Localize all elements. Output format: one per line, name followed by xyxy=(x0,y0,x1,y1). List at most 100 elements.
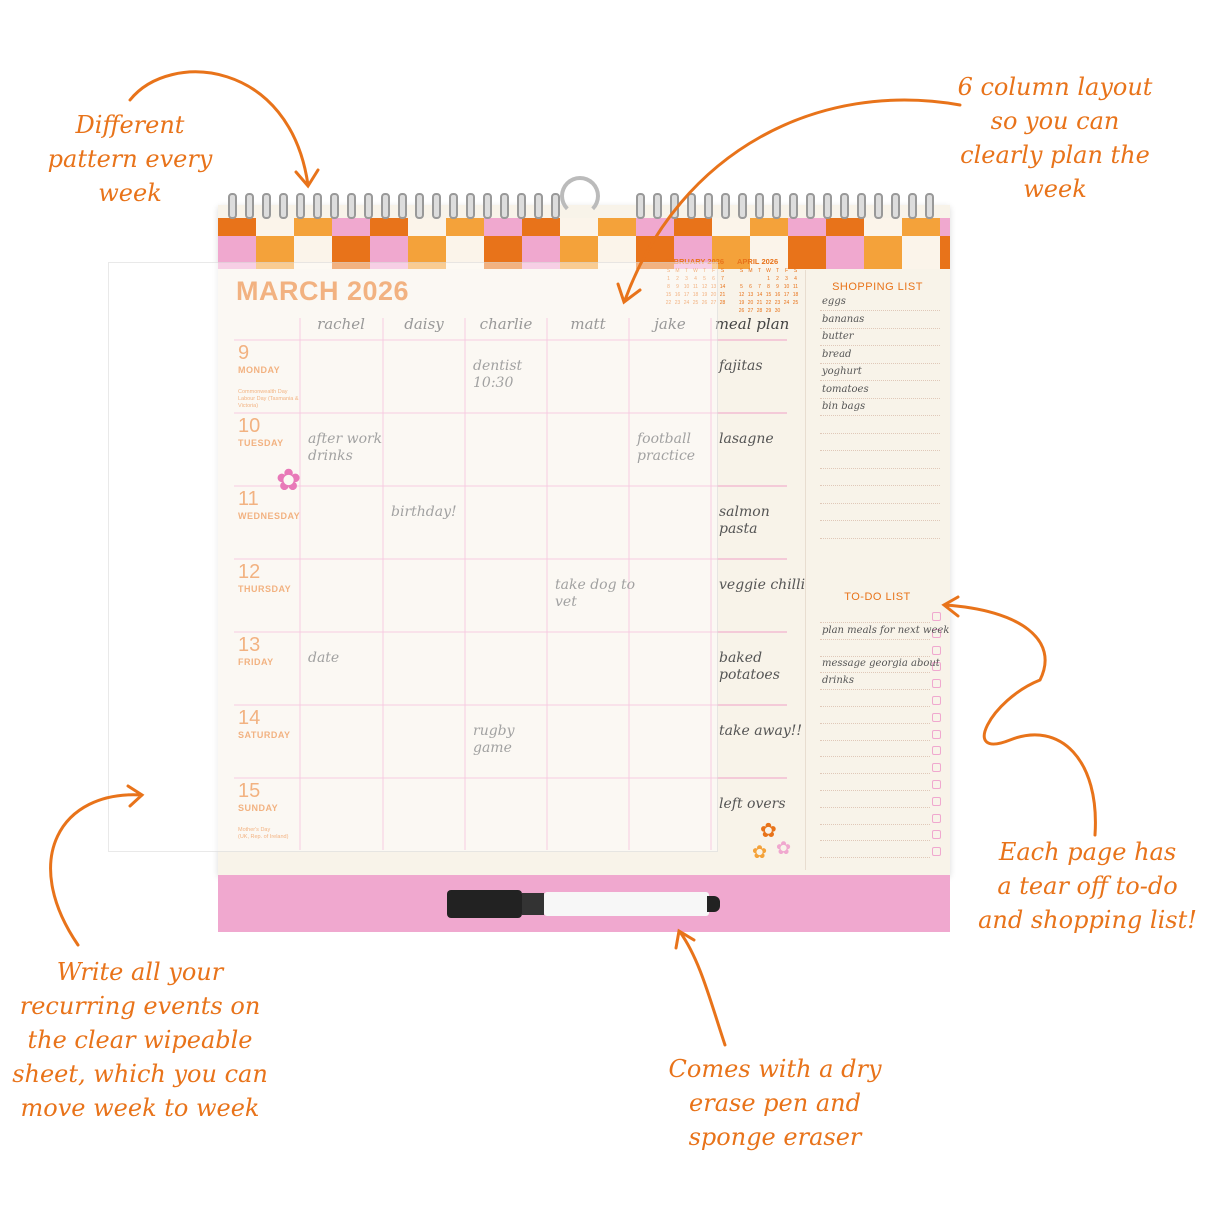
todo-checkbox[interactable] xyxy=(932,612,941,621)
handwritten-entry[interactable]: date xyxy=(308,650,340,666)
shopping-item[interactable]: bread xyxy=(822,348,852,360)
flower-icon: ✿ xyxy=(276,464,302,497)
list-line xyxy=(820,689,930,691)
annotation-sheet: Write all your recurring events on the c… xyxy=(12,958,268,1122)
day-name: WEDNESDAY xyxy=(238,511,301,521)
mini-day: 29 xyxy=(765,308,772,314)
checker-square xyxy=(408,218,446,236)
list-line xyxy=(820,672,930,674)
list-line xyxy=(820,823,930,825)
checker-square xyxy=(256,218,294,236)
shopping-item[interactable]: eggs xyxy=(822,296,846,307)
todo-checkbox[interactable] xyxy=(932,813,941,823)
handwritten-entry[interactable]: rugby game xyxy=(473,723,515,756)
list-line xyxy=(820,622,930,623)
spiral-ring xyxy=(296,193,305,219)
panel-divider xyxy=(805,270,806,870)
checker-square xyxy=(218,236,256,269)
todo-checkbox[interactable] xyxy=(932,712,941,722)
todo-checkbox[interactable] xyxy=(932,696,941,705)
pen-cap xyxy=(447,890,522,918)
todo-checkbox[interactable] xyxy=(932,763,941,773)
shopping-item[interactable]: yoghurt xyxy=(822,366,862,377)
checker-square xyxy=(522,236,560,269)
dry-erase-pen[interactable] xyxy=(447,890,720,918)
handwritten-entry[interactable]: left overs xyxy=(719,796,786,812)
column-header-meal-plan: meal plan xyxy=(714,315,790,333)
spiral-ring xyxy=(262,193,271,219)
list-line xyxy=(820,756,930,758)
handwritten-entry[interactable]: lasagne xyxy=(719,431,774,447)
spiral-ring xyxy=(500,193,509,219)
todo-checkbox[interactable] xyxy=(932,780,941,789)
list-line xyxy=(820,857,930,859)
list-line xyxy=(820,638,930,640)
todo-checkbox[interactable] xyxy=(932,662,941,672)
handwritten-entry[interactable]: birthday! xyxy=(391,504,457,520)
todo-checkbox[interactable] xyxy=(932,729,941,739)
handwritten-entry[interactable]: after work drinks xyxy=(308,431,383,464)
annotation-columns: 6 column layout so you can clearly plan … xyxy=(957,73,1153,203)
shopping-item[interactable]: tomatoes xyxy=(822,383,869,395)
checker-square xyxy=(256,236,294,269)
shopping-item[interactable]: bin bags xyxy=(822,401,866,412)
todo-list-title: TO-DO LIST xyxy=(844,591,911,603)
list-line xyxy=(820,485,940,486)
flower-icon: ✿ xyxy=(776,838,792,858)
handwritten-entry[interactable]: fajitas xyxy=(719,358,763,374)
list-line xyxy=(820,840,930,842)
list-line xyxy=(820,432,940,434)
day-number: 11 xyxy=(238,488,259,510)
annotation-pen: Comes with a dry erase pen and sponge er… xyxy=(668,1055,882,1151)
pen-end xyxy=(707,896,720,912)
list-line xyxy=(820,722,930,724)
spiral-ring xyxy=(330,193,339,219)
todo-checkbox[interactable] xyxy=(932,796,941,806)
shopping-item[interactable]: bananas xyxy=(822,313,865,325)
spiral-ring xyxy=(517,193,526,219)
todo-checkbox[interactable] xyxy=(932,847,941,857)
todo-item[interactable]: message georgia about drinks xyxy=(822,658,940,686)
column-header-daisy: daisy xyxy=(404,315,444,333)
handwritten-entry[interactable]: dentist 10:30 xyxy=(473,358,523,391)
handwritten-entry[interactable]: football practice xyxy=(637,431,696,464)
handwritten-entry[interactable]: baked potatoes xyxy=(719,650,780,683)
todo-checkbox[interactable] xyxy=(932,746,941,756)
day-number: 12 xyxy=(238,561,261,583)
spiral-ring xyxy=(551,193,560,219)
todo-checkbox[interactable] xyxy=(932,679,941,689)
mini-day: 26 xyxy=(738,308,745,314)
day-number: 13 xyxy=(238,634,261,656)
pen-barrel xyxy=(544,892,709,916)
todo-item[interactable]: plan meals for next week xyxy=(822,625,950,636)
checker-square xyxy=(294,218,332,236)
spiral-ring xyxy=(364,193,373,219)
day-name: SUNDAY xyxy=(238,803,279,813)
handwritten-entry[interactable]: take dog to vet xyxy=(555,577,636,610)
day-number: 15 xyxy=(238,780,261,802)
todo-checkbox[interactable] xyxy=(932,628,941,638)
spiral-ring xyxy=(466,193,475,219)
column-header-charlie: charlie xyxy=(479,315,533,333)
todo-checkbox[interactable] xyxy=(932,645,941,655)
day-name: TUESDAY xyxy=(238,438,284,448)
list-line xyxy=(820,450,940,451)
list-line xyxy=(820,706,930,707)
handwritten-entry[interactable]: salmon pasta xyxy=(719,504,770,537)
todo-checkbox[interactable] xyxy=(932,830,941,840)
spiral-ring xyxy=(449,193,458,219)
spiral-ring xyxy=(279,193,288,219)
handwritten-entry[interactable]: veggie chilli xyxy=(719,577,806,593)
spiral-ring xyxy=(313,193,322,219)
shopping-item[interactable]: butter xyxy=(822,331,854,342)
checker-square xyxy=(446,218,484,236)
list-line xyxy=(820,806,930,808)
handwritten-entry[interactable]: take away!! xyxy=(719,723,803,739)
clear-wipeable-sheet[interactable] xyxy=(108,262,718,852)
